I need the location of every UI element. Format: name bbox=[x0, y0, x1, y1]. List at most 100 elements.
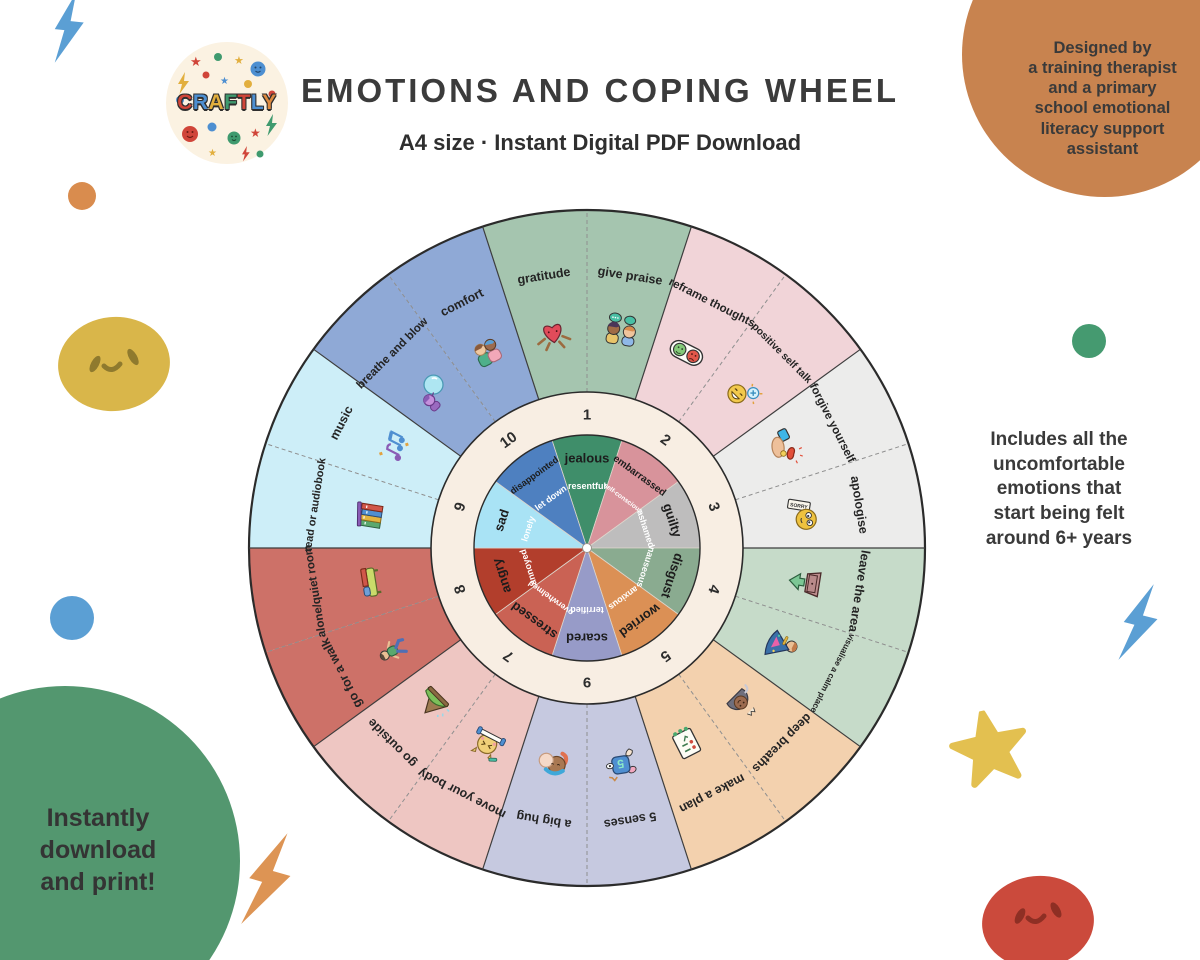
group-divider bbox=[634, 696, 692, 870]
pair-divider-dashed bbox=[265, 595, 439, 653]
logo-dot bbox=[207, 122, 217, 132]
strategy-wedge bbox=[482, 696, 587, 886]
craftly-logo: ★ ★ ★ ★ bbox=[166, 42, 288, 164]
logo-star-icon: ★ bbox=[234, 55, 244, 67]
star-icon bbox=[949, 709, 1027, 788]
checklist-icon bbox=[672, 726, 702, 760]
music-notes-icon bbox=[379, 430, 409, 462]
comfort-icon bbox=[474, 338, 503, 368]
emotion-circle bbox=[473, 434, 701, 662]
strategy-wedge bbox=[678, 274, 861, 457]
wheel-center-dot bbox=[582, 543, 592, 553]
logo-doodles: ★ ★ ★ ★ bbox=[176, 53, 277, 162]
ring-dividers bbox=[249, 210, 925, 886]
strategy-wedge bbox=[635, 674, 786, 870]
strategy-wedge bbox=[313, 274, 496, 457]
lightning-bolt-icon bbox=[241, 833, 291, 925]
strategy-wedge bbox=[713, 596, 909, 747]
red-smiley-icon bbox=[982, 875, 1094, 960]
group-divider bbox=[712, 348, 861, 457]
emotion-label: sad bbox=[491, 507, 512, 533]
designed-by-text: Designed by a training therapist and a p… bbox=[1028, 39, 1177, 158]
pair-divider-dashed bbox=[387, 274, 496, 423]
pair-divider-dashed bbox=[735, 443, 909, 501]
lightning-bolt-icon bbox=[1118, 584, 1158, 660]
heart-with-arms-icon bbox=[537, 323, 572, 352]
group-divider bbox=[482, 696, 540, 870]
strategy-wedge bbox=[735, 443, 925, 548]
walking-icon bbox=[379, 638, 408, 661]
logo-star-icon: ★ bbox=[208, 148, 217, 159]
mountain-icon bbox=[424, 686, 450, 718]
logo-dot bbox=[176, 96, 184, 104]
outer-ring bbox=[247, 208, 927, 888]
people-talking-icon bbox=[605, 312, 637, 347]
yellow-smiley-icon bbox=[58, 316, 170, 412]
blow-bubble-icon bbox=[423, 374, 444, 412]
logo-dot bbox=[256, 150, 264, 158]
strategy-wedge bbox=[248, 548, 439, 653]
logo-smiley-icon bbox=[250, 61, 266, 77]
bed-icon bbox=[360, 567, 382, 597]
strategy-wedge bbox=[248, 443, 439, 548]
pair-divider-dashed bbox=[678, 274, 787, 423]
logo-star-icon: ★ bbox=[220, 76, 229, 87]
pair-divider-dashed bbox=[735, 595, 909, 653]
logo-letter: A bbox=[208, 91, 225, 114]
page-title: EMOTIONS AND COPING WHEEL bbox=[300, 72, 900, 109]
logo-dot bbox=[202, 71, 210, 79]
logo-dot bbox=[214, 53, 222, 61]
download-text: Instantly download and print! bbox=[39, 804, 157, 896]
emotion-sub-label: terrified bbox=[570, 605, 604, 615]
exercise-icon bbox=[470, 726, 507, 762]
includes-text: Includes all the uncomfortable emotions … bbox=[985, 429, 1133, 549]
logo-letter: C bbox=[177, 91, 193, 114]
logo-bolt-icon bbox=[242, 146, 250, 162]
strategy-wedge bbox=[265, 349, 461, 500]
sorry-sign-text: SORRY bbox=[790, 502, 809, 511]
group-divider bbox=[313, 639, 462, 748]
emotion-label: scared bbox=[566, 630, 608, 645]
wheel-number: 6 bbox=[583, 674, 591, 691]
strategy-wedge bbox=[388, 674, 539, 870]
five-senses-icon: 5 bbox=[606, 748, 637, 782]
logo-dot bbox=[244, 80, 252, 88]
strategy-wedge bbox=[735, 548, 925, 653]
toggle-faces-icon bbox=[669, 339, 704, 366]
strategy-wedge bbox=[388, 226, 539, 422]
logo-bolt-icon bbox=[266, 114, 277, 136]
strategy-wedge bbox=[313, 639, 496, 822]
green-dot bbox=[1072, 324, 1106, 358]
hug-icon bbox=[538, 751, 569, 776]
logo-letter: Y bbox=[262, 91, 277, 114]
wheel-number: 1 bbox=[583, 406, 591, 423]
hand-heart-icon bbox=[771, 428, 803, 464]
orange-dot bbox=[68, 182, 96, 210]
smiley-lightbulb-icon bbox=[727, 383, 763, 405]
strategy-wedge bbox=[635, 226, 786, 422]
emotion-circle-edge bbox=[473, 434, 701, 662]
logo-smiley-icon bbox=[227, 131, 241, 145]
strategy-icons: SORRY 5 bbox=[356, 312, 822, 782]
strategy-wedge bbox=[587, 209, 692, 400]
deep-breaths-icon bbox=[726, 684, 756, 716]
logo-letter: T bbox=[237, 91, 251, 114]
door-arrow-icon bbox=[788, 572, 822, 598]
logo-letter: F bbox=[224, 91, 238, 114]
group-divider bbox=[482, 226, 540, 400]
logo-smiley-icon bbox=[182, 126, 198, 142]
strategy-wedge bbox=[678, 639, 861, 822]
pair-divider-dashed bbox=[265, 443, 439, 501]
logo-bolt-icon bbox=[178, 72, 189, 94]
five-senses-number: 5 bbox=[616, 756, 625, 771]
strategy-wedge bbox=[265, 596, 461, 747]
pair-divider-dashed bbox=[387, 673, 496, 822]
books-icon bbox=[356, 501, 384, 529]
group-divider bbox=[634, 226, 692, 400]
pair-divider-dashed bbox=[678, 673, 787, 822]
logo-star-icon: ★ bbox=[250, 126, 261, 140]
strategy-wedge bbox=[713, 349, 909, 500]
blue-dot bbox=[50, 596, 94, 640]
